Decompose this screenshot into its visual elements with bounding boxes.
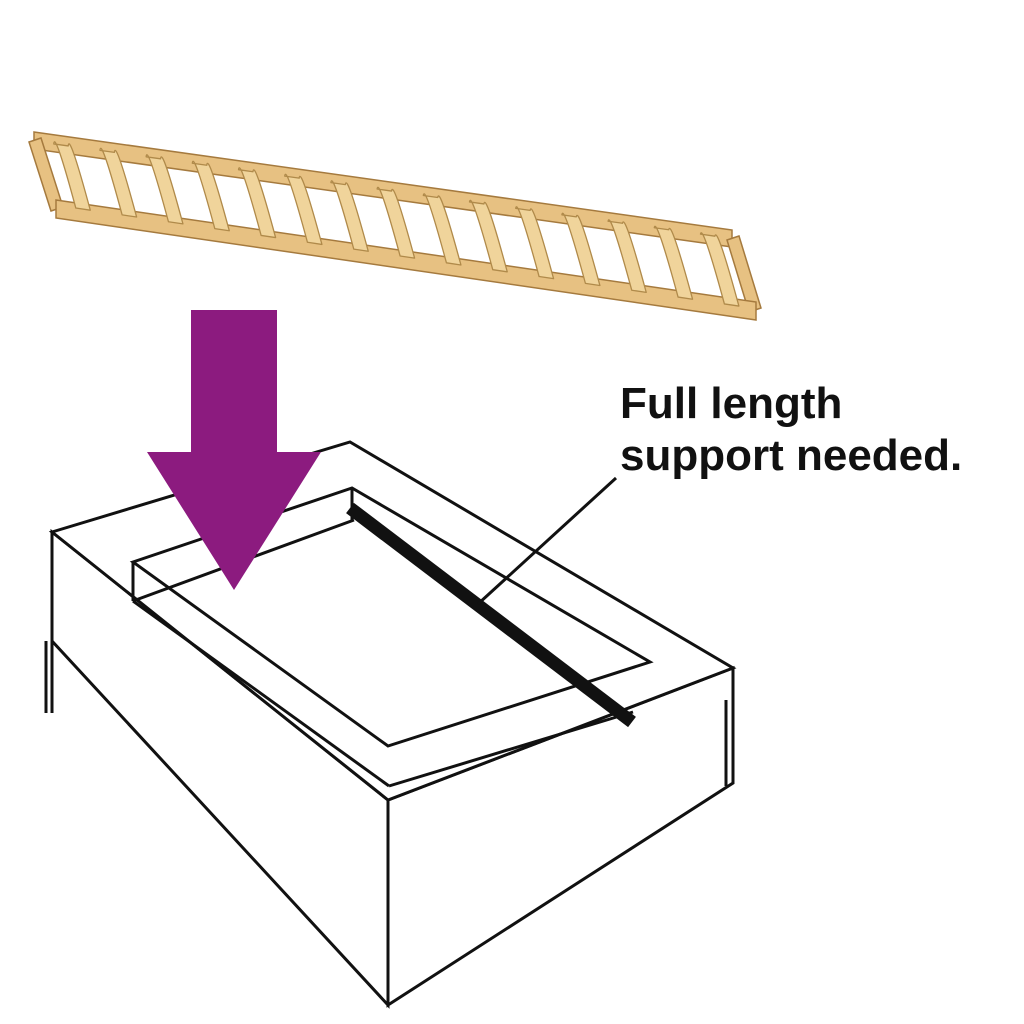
slat [53,141,91,211]
slat [191,160,230,232]
slat [561,212,601,287]
slat [515,206,555,280]
frame-floor-front-left-edge [132,599,390,788]
annotation-text-line2: support needed. [620,431,962,480]
slat [422,193,462,266]
slat [653,225,694,300]
slat [699,232,740,307]
center-support-beam [346,502,636,728]
slat [99,147,138,218]
slat [607,219,647,294]
slat [237,167,277,239]
slat [145,154,184,225]
bed-frame-outline [44,440,737,1009]
slats [53,141,740,307]
slat [284,173,323,246]
bed-base-front-rail [55,199,757,321]
annotation-leader-line [476,476,618,606]
slat [376,186,416,259]
bed-base-right-rail [726,235,762,313]
slatted-bed-base [28,131,762,321]
down-arrow [147,310,321,590]
slat [468,199,508,273]
slat [330,180,369,252]
annotation-text-line1: Full length [620,379,842,428]
frame-floor-front-right-edge [388,710,634,788]
